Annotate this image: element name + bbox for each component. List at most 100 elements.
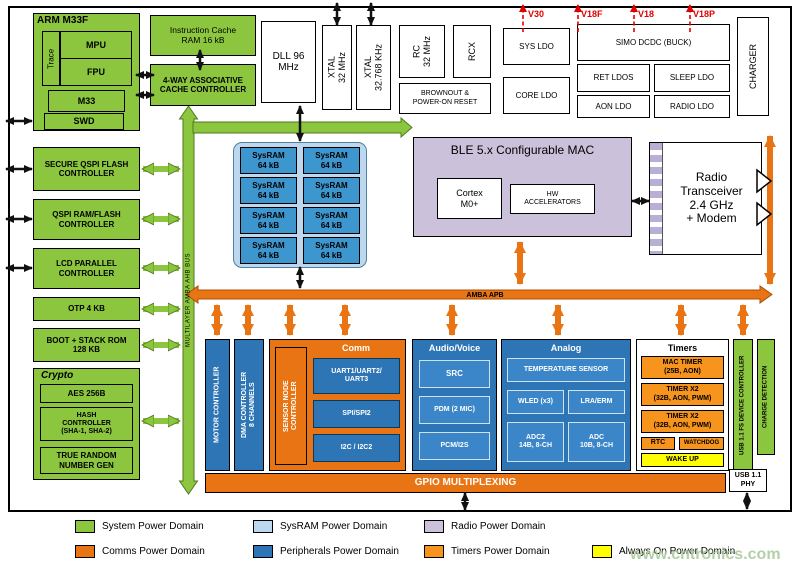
rcx-block: RCX [453,25,491,78]
ble-mac-title: BLE 5.x Configurable MAC [450,143,595,157]
sysram-block: SysRAM 64 kB [303,177,360,204]
aes-block: AES 256B [40,384,133,403]
legend-label: Peripherals Power Domain [280,546,399,557]
secure-qspi-flash-block: SECURE QSPI FLASH CONTROLLER [33,147,140,191]
ahb-bus-label: MULTILAYER AMBA AHB BUS [185,253,192,347]
comm-title: Comm [341,342,370,353]
legend-swatch-always-on [592,545,612,558]
uart-block: UART1/UART2/ UART3 [313,358,400,394]
fpu-block: FPU [60,58,132,86]
legend-item-system: System Power Domain [75,520,204,533]
cortex-m0-block: Cortex M0+ [437,178,502,219]
sleep-ldo-block: SLEEP LDO [654,64,730,92]
motor-controller-block: MOTOR CONTROLLER [205,339,230,471]
aon-ldo-block: AON LDO [577,95,650,118]
sysram-block: SysRAM 64 kB [303,237,360,264]
rail-v18p-label: V18P [693,9,716,19]
legend-swatch-radio [424,520,444,533]
watermark: www.cntronics.com [630,546,781,563]
radio-transceiver-block: Radio Transceiver 2.4 GHz + Modem [649,142,762,255]
analog-title: Analog [550,342,582,353]
simo-dcdc-block: SIMO DCDC (BUCK) [577,24,730,61]
temperature-sensor-block: TEMPERATURE SENSOR [507,358,625,382]
boot-rom-block: BOOT + STACK ROM 128 KB [33,328,140,362]
legend-label: Comms Power Domain [102,546,205,557]
dll-block: DLL 96 MHz [261,21,316,103]
legend-swatch-peripherals [253,545,273,558]
usb-controller-block: USB 1.1 FS DEVICE CONTROLLER [733,339,753,471]
mpu-block: MPU [60,31,132,59]
xtal-32mhz-block: XTAL 32 MHz [322,25,352,110]
sysram-block: SysRAM 64 kB [240,237,297,264]
radio-transceiver-label: Radio Transceiver 2.4 GHz + Modem [680,169,743,226]
src-block: SRC [419,360,490,388]
watchdog-block: WATCHDOG [679,437,724,450]
sysram-block: SysRAM 64 kB [240,177,297,204]
pdm-block: PDM (2 MIC) [419,396,490,424]
charge-detection-block: CHARGE DETECTION [757,339,775,455]
arm-m33f-title: ARM M33F [37,15,89,26]
hash-controller-block: HASH CONTROLLER (SHA-1, SHA-2) [40,407,133,441]
sysram-block: SysRAM 64 kB [240,147,297,174]
audio-voice-title: Audio/Voice [428,342,481,353]
legend-label: Radio Power Domain [451,521,546,532]
rtc-block: RTC [641,437,675,450]
lcd-parallel-block: LCD PARALLEL CONTROLLER [33,248,140,289]
ret-ldos-block: RET LDOS [577,64,650,92]
pcm-block: PCM/I2S [419,432,490,460]
gpio-multiplexing-bar: GPIO MULTIPLEXING [205,473,726,493]
crypto-title: Crypto [41,370,74,381]
legend-label: SysRAM Power Domain [280,521,388,532]
legend-item-peripherals: Peripherals Power Domain [253,545,399,558]
adc-block: ADC 10B, 8-CH [568,422,625,462]
m33-block: M33 [48,90,125,112]
legend-label: Always On Power Domain [619,546,736,557]
timer-x2-block: TIMER X2 (32B, AON, PWM) [641,410,724,433]
rail-v18-label: V18 [638,9,655,19]
rc-32mhz-block: RC 32 MHz [399,25,445,78]
rail-v18f-label: V18F [581,9,603,19]
i2c-block: I2C / I2C2 [313,434,400,462]
radio-ldo-block: RADIO LDO [654,95,730,118]
hw-accelerators-block: HW ACCELERATORS [510,184,595,214]
wled-block: WLED (x3) [507,390,564,414]
legend-label: System Power Domain [102,521,204,532]
qspi-ram-flash-block: QSPI RAM/FLASH CONTROLLER [33,199,140,240]
trng-block: TRUE RANDOM NUMBER GEN [40,447,133,474]
lra-erm-block: LRA/ERM [568,390,625,414]
trace-block: Trace [42,31,60,86]
sys-ldo-block: SYS LDO [503,28,570,65]
apb-bus-label: AMBA APB [466,291,504,299]
sysram-block: SysRAM 64 kB [240,207,297,234]
wakeup-block: WAKE UP [641,453,724,467]
cache-controller-block: 4-WAY ASSOCIATIVE CACHE CONTROLLER [150,64,256,106]
legend-swatch-comms [75,545,95,558]
legend-swatch-system [75,520,95,533]
legend-item-always-on: Always On Power Domain [592,545,735,558]
sysram-block: SysRAM 64 kB [303,207,360,234]
spi-block: SPI/SPI2 [313,400,400,428]
otp-block: OTP 4 KB [33,297,140,321]
instruction-cache-block: Instruction Cache RAM 16 kB [150,15,256,56]
legend-item-sysram: SysRAM Power Domain [253,520,387,533]
legend-label: Timers Power Domain [451,546,550,557]
core-ldo-block: CORE LDO [503,77,570,114]
sysram-block: SysRAM 64 kB [303,147,360,174]
timers-title: Timers [667,342,698,353]
legend-swatch-timers [424,545,444,558]
usb-phy-block: USB 1.1 PHY [729,469,767,492]
sensor-node-controller-block: SENSOR NODE CONTROLLER [275,347,307,465]
adc2-block: ADC2 14B, 8-CH [507,422,564,462]
radio-domain-strip [650,143,663,254]
dma-controller-block: DMA CONTROLLER 8 CHANNELS [234,339,264,471]
legend-item-comms: Comms Power Domain [75,545,205,558]
legend-item-radio: Radio Power Domain [424,520,546,533]
diagram-frame [8,6,792,512]
legend-item-timers: Timers Power Domain [424,545,550,558]
charger-block: CHARGER [737,17,769,116]
timer-x2-block: TIMER X2 (32B, AON, PWM) [641,383,724,406]
mac-timer-block: MAC TIMER (25B, AON) [641,356,724,379]
rail-v30-label: V30 [528,9,545,19]
swd-block: SWD [44,113,124,130]
